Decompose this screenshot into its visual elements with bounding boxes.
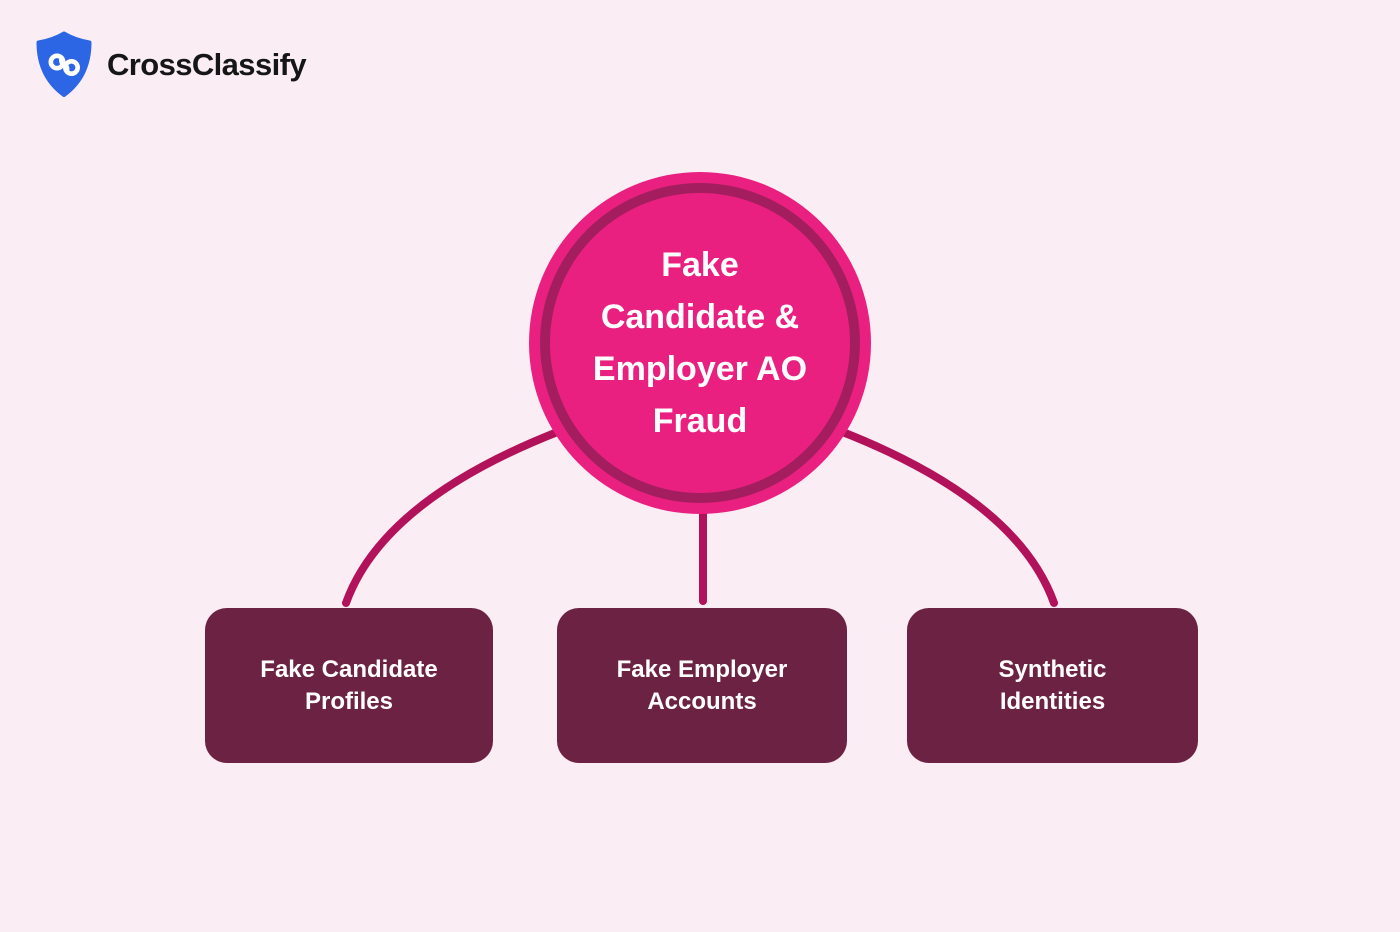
root-label-line-3: Employer AO [592,350,808,388]
child-node-fake-candidate-profiles: Fake Candidate Profiles [205,608,493,763]
brand-name: CrossClassify [107,46,307,82]
child-label-line: Synthetic [998,655,1107,683]
child-label-line: Fake Candidate [260,655,438,683]
child-node-fake-employer-accounts: Fake Employer Accounts [557,608,847,763]
child-label-line: Profiles [304,687,393,715]
child-node-label: Fake Employer Accounts [617,654,788,718]
root-node-fraud-circle: Fake Candidate & Employer AO Fraud [529,172,871,514]
root-node-label: Fake Candidate & Employer AO Fraud [593,239,807,447]
child-label-line: Identities [999,687,1106,715]
brand-logo: CrossClassify [33,31,307,98]
connector-left [342,427,564,607]
connector-right [836,427,1058,607]
root-label-line-4: Fraud [652,402,748,440]
root-label-line-1: Fake [661,246,739,284]
child-node-synthetic-identities: Synthetic Identities [907,608,1198,763]
crossclassify-shield-icon [33,31,95,98]
child-label-line: Accounts [647,687,757,715]
root-label-line-2: Candidate & [600,298,800,336]
child-node-label: Synthetic Identities [998,654,1106,718]
child-node-label: Fake Candidate Profiles [260,654,437,718]
child-label-line: Fake Employer [616,655,788,683]
